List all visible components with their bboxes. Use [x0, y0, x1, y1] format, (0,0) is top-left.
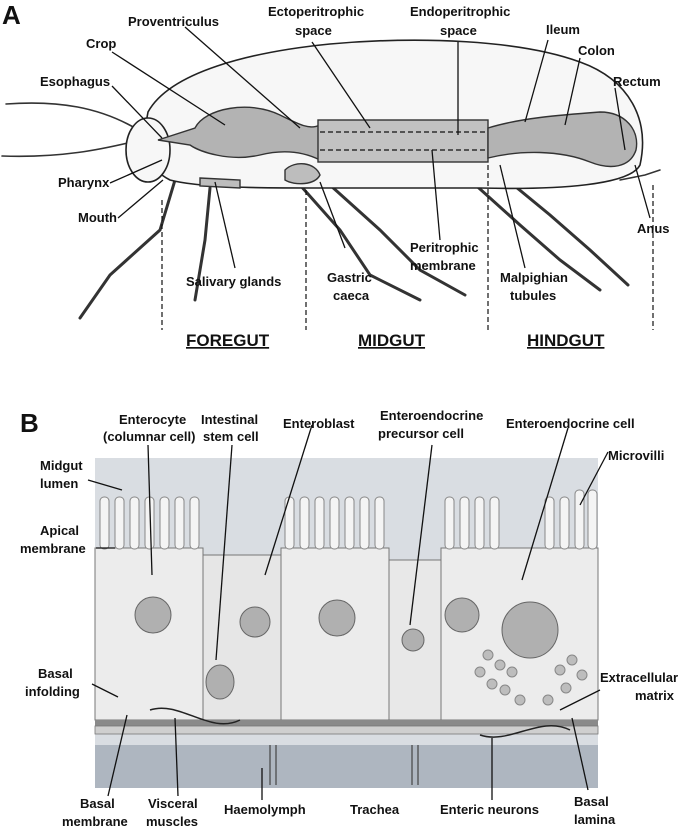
midgut-tube: [317, 119, 489, 163]
panel-b-leaders: [87, 424, 609, 800]
label-ecm-2: matrix: [635, 688, 675, 703]
digestive-tract: [157, 106, 638, 189]
label-enteroblast: Enteroblast: [283, 416, 355, 431]
nuclei: [134, 596, 559, 700]
label-ee: Enteroendocrine cell: [506, 416, 635, 431]
label-enteric-neurons: Enteric neurons: [440, 802, 539, 817]
label-rectum: Rectum: [613, 74, 661, 89]
visceral-muscle-layer: [94, 725, 599, 735]
label-basal-lamina-2: lamina: [574, 812, 616, 827]
label-apical-2: membrane: [20, 541, 86, 556]
label-endoperitrophic-1: Endoperitrophic: [410, 4, 510, 19]
gastric-caeca-shape: [284, 163, 321, 185]
label-microvilli: Microvilli: [608, 448, 664, 463]
legs: [78, 169, 661, 320]
label-anus: Anus: [637, 221, 670, 236]
antenna-lower: [1, 139, 141, 158]
label-lumen-2: lumen: [40, 476, 78, 491]
panel-a-leaders: [109, 26, 651, 269]
trachea-left: [269, 745, 277, 785]
label-eep-1: Enteroendocrine: [380, 408, 483, 423]
haemolymph-area: [95, 745, 598, 788]
label-esophagus: Esophagus: [40, 74, 110, 89]
secretory-granules: [474, 649, 588, 706]
label-basal-membrane-2: membrane: [62, 814, 128, 829]
label-hindgut: HINDGUT: [527, 331, 605, 350]
label-gastric-1: Gastric: [327, 270, 372, 285]
enteric-neuron-fibers: [149, 707, 571, 738]
label-lumen-1: Midgut: [40, 458, 83, 473]
label-basal-infolding-1: Basal: [38, 666, 73, 681]
label-gastric-2: caeca: [333, 288, 370, 303]
label-enterocyte-1: Enterocyte: [119, 412, 186, 427]
antenna-upper: [5, 102, 136, 129]
panel-a-letter: A: [2, 0, 21, 30]
panel-a: A: [1, 0, 670, 350]
label-isc-1: Intestinal: [201, 412, 258, 427]
panel-b: B: [20, 408, 678, 829]
label-visceral-1: Visceral: [148, 796, 198, 811]
label-basal-membrane-1: Basal: [80, 796, 115, 811]
label-peritrophic-1: Peritrophic: [410, 240, 479, 255]
label-eep-2: precursor cell: [378, 426, 464, 441]
label-malpighian-1: Malpighian: [500, 270, 568, 285]
label-ectoperitrophic-1: Ectoperitrophic: [268, 4, 364, 19]
label-basal-infolding-2: infolding: [25, 684, 80, 699]
label-midgut: MIDGUT: [358, 331, 426, 350]
salivary-gland-shape: [199, 177, 241, 189]
label-proventriculus: Proventriculus: [128, 14, 219, 29]
label-mouth: Mouth: [78, 210, 117, 225]
label-visceral-2: muscles: [146, 814, 198, 829]
label-trachea: Trachea: [350, 802, 400, 817]
label-basal-lamina-1: Basal: [574, 794, 609, 809]
label-ecm-1: Extracellular: [600, 670, 678, 685]
label-endoperitrophic-2: space: [440, 23, 477, 38]
label-foregut: FOREGUT: [186, 331, 270, 350]
panel-b-letter: B: [20, 408, 39, 438]
microvilli-row: [99, 489, 598, 550]
hindgut-shape: [487, 111, 638, 168]
label-apical-1: Apical: [40, 523, 79, 538]
basal-lamina: [95, 720, 598, 726]
label-peritrophic-2: membrane: [410, 258, 476, 273]
label-malpighian-2: tubules: [510, 288, 556, 303]
label-colon: Colon: [578, 43, 615, 58]
label-haemolymph: Haemolymph: [224, 802, 306, 817]
label-ectoperitrophic-2: space: [295, 23, 332, 38]
label-pharynx: Pharynx: [58, 175, 110, 190]
label-salivary-glands: Salivary glands: [186, 274, 281, 289]
label-enterocyte-2: (columnar cell): [103, 429, 195, 444]
label-crop: Crop: [86, 36, 116, 51]
trachea-right: [411, 745, 419, 785]
label-isc-2: stem cell: [203, 429, 259, 444]
label-ileum: Ileum: [546, 22, 580, 37]
